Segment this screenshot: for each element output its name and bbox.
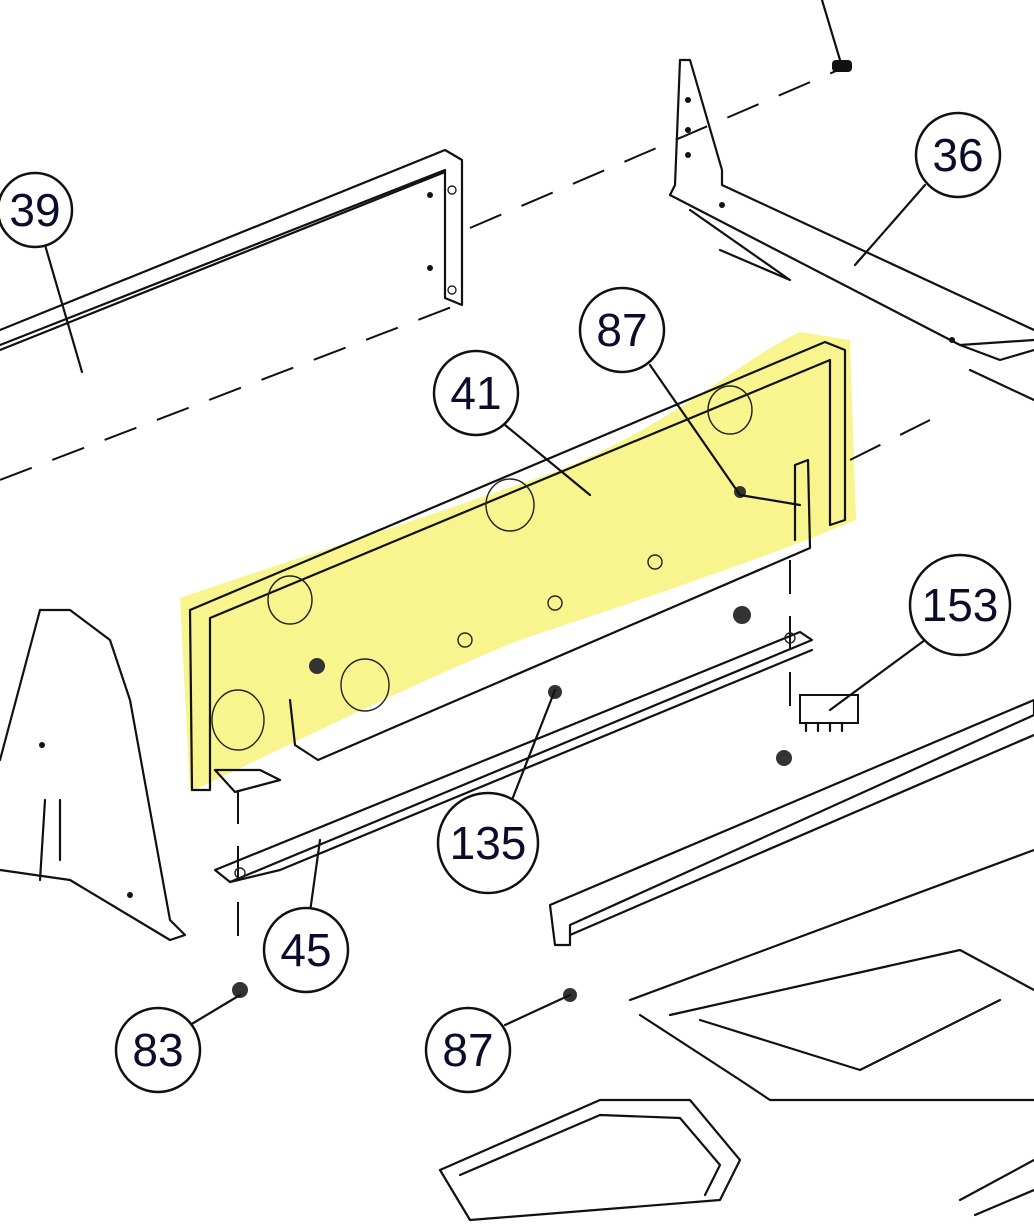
callout-87[interactable]: 87 (578, 286, 666, 374)
callout-label: 135 (450, 817, 527, 869)
callout-41[interactable]: 41 (432, 349, 520, 437)
part-39-rail (0, 148, 464, 352)
callout-83[interactable]: 83 (114, 1006, 202, 1094)
part-41-highlight (180, 332, 856, 792)
callout-label: 39 (9, 184, 60, 236)
callout-36[interactable]: 36 (914, 111, 1002, 199)
callout-label: 36 (932, 129, 983, 181)
callout-label: 83 (132, 1024, 183, 1076)
callout-153[interactable]: 153 (908, 553, 1012, 657)
side-bracket (0, 608, 187, 942)
callout-39[interactable]: 39 (0, 171, 74, 249)
callout-label: 87 (596, 304, 647, 356)
part-41-panel (188, 340, 847, 794)
callout-label: 87 (442, 1024, 493, 1076)
axis-line (469, 64, 851, 229)
callout-87-lower[interactable]: 87 (424, 1006, 512, 1094)
callout-45[interactable]: 45 (262, 906, 350, 994)
callout-label: 153 (922, 579, 999, 631)
callout-label: 41 (450, 367, 501, 419)
part-36-bracket (668, 0, 1034, 402)
callout-label: 45 (280, 924, 331, 976)
axis-line (0, 299, 471, 481)
part-45-strip (213, 630, 814, 884)
axis-line (849, 419, 931, 461)
leader-lines (43, 183, 927, 1027)
callout-135[interactable]: 135 (436, 791, 540, 895)
